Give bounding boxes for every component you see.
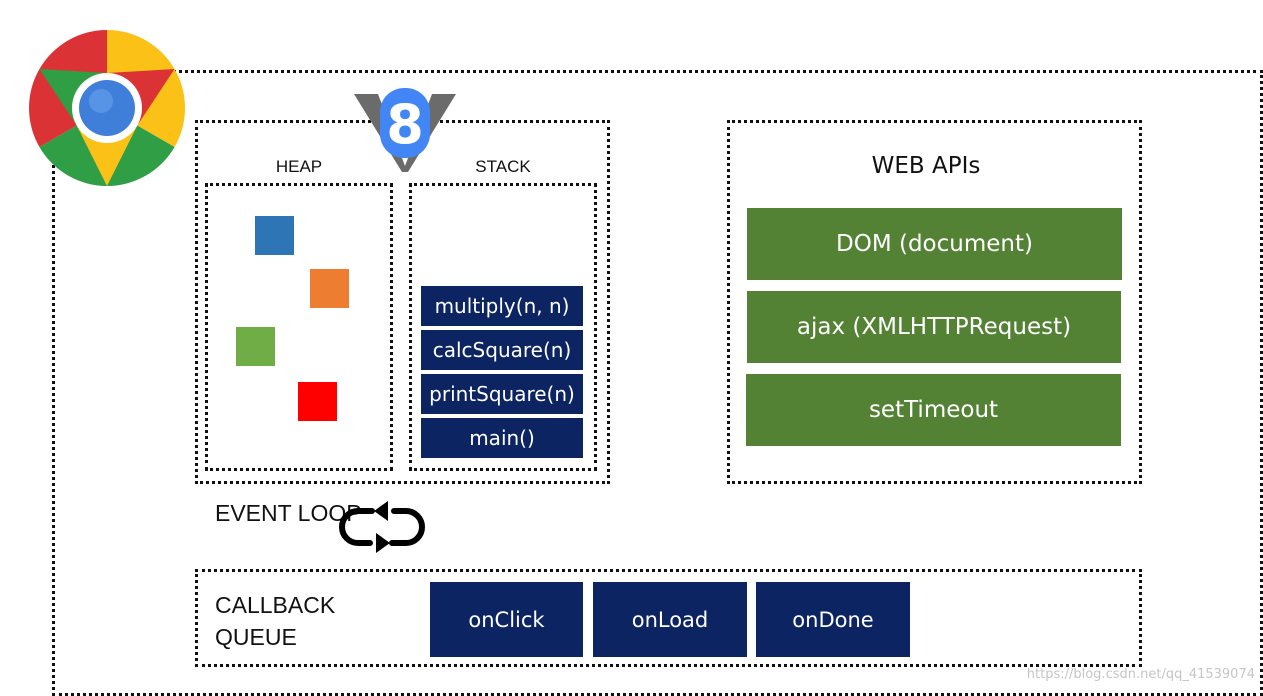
callback-ondone: onDone: [756, 582, 910, 657]
heap-object-blue: [255, 216, 294, 255]
v8-logo: 8: [354, 88, 456, 172]
heap-label: HEAP: [275, 157, 323, 176]
web-apis-container: [727, 120, 1142, 484]
heap-object-red: [298, 382, 337, 421]
stack-label: STACK: [475, 157, 531, 176]
callback-queue-label-line1: CALLBACK: [215, 592, 336, 618]
stack-frame-main: main(): [421, 418, 583, 458]
web-apis-label: WEB APIs: [871, 153, 981, 179]
callback-queue-label-line2: QUEUE: [215, 624, 297, 650]
callback-onclick: onClick: [430, 582, 583, 657]
loop-arrows-icon: [339, 501, 425, 553]
v8-logo-digit: 8: [386, 93, 424, 156]
stack-frame-multiply: multiply(n, n): [421, 286, 583, 326]
heap-object-orange: [310, 269, 349, 308]
web-api-settimeout: setTimeout: [746, 374, 1121, 446]
heap-area: [205, 183, 393, 471]
stack-frame-printsquare: printSquare(n): [421, 374, 583, 414]
web-api-ajax: ajax (XMLHTTPRequest): [747, 291, 1121, 363]
heap-object-green: [236, 327, 275, 366]
callback-queue-container: [195, 569, 1142, 667]
stack-frame-calcsquare: calcSquare(n): [421, 330, 583, 370]
browser-frame: [52, 70, 1263, 696]
watermark: https://blog.csdn.net/qq_41539074: [1026, 667, 1255, 682]
chrome-logo: [29, 30, 185, 186]
event-loop-label: EVENT LOOP: [215, 500, 362, 526]
stack-area: [409, 183, 597, 471]
callback-onload: onLoad: [593, 582, 747, 657]
web-api-dom: DOM (document): [747, 208, 1122, 280]
